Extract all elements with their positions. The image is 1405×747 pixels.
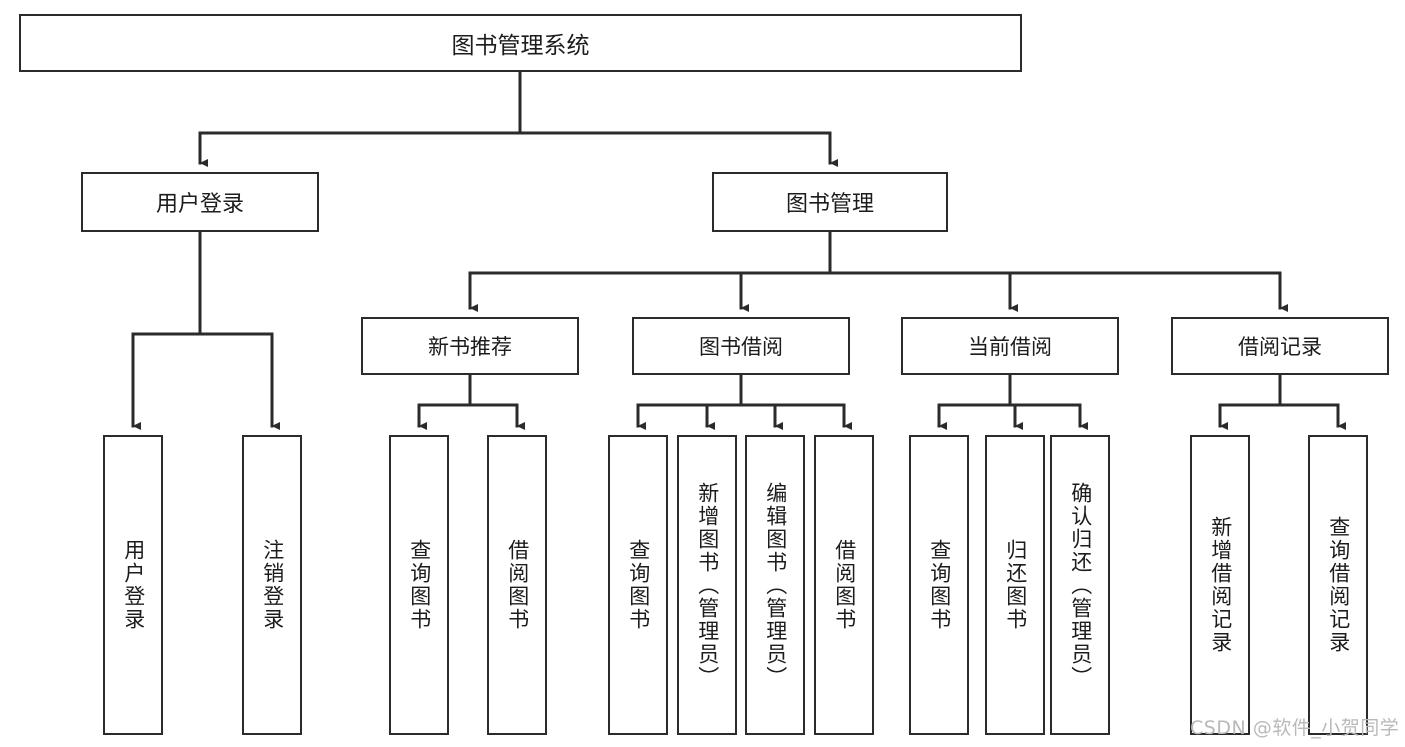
node-current-borrow[interactable]: 当前借阅 [901, 317, 1119, 375]
node-user-login[interactable]: 用户登录 [81, 172, 319, 232]
node-new-book-recommend[interactable]: 新书推荐 [361, 317, 579, 375]
node-leaf-add-book[interactable]: 新增图书（管理员） [677, 435, 737, 735]
node-leaf-query-book-2[interactable]: 查询图书 [608, 435, 668, 735]
csdn-watermark: CSDN @软件_小贺同学 [1190, 717, 1400, 739]
node-borrow-record[interactable]: 借阅记录 [1171, 317, 1389, 375]
node-leaf-user-login[interactable]: 用户登录 [103, 435, 163, 735]
node-root-system[interactable]: 图书管理系统 [19, 14, 1022, 72]
node-leaf-confirm-return[interactable]: 确认归还（管理员） [1050, 435, 1110, 735]
node-leaf-query-record[interactable]: 查询借阅记录 [1308, 435, 1368, 735]
node-leaf-add-record[interactable]: 新增借阅记录 [1190, 435, 1250, 735]
node-leaf-query-book-1[interactable]: 查询图书 [389, 435, 449, 735]
node-leaf-borrow-book-2[interactable]: 借阅图书 [814, 435, 874, 735]
node-book-borrow[interactable]: 图书借阅 [632, 317, 850, 375]
node-book-management[interactable]: 图书管理 [712, 172, 948, 232]
node-leaf-user-logout[interactable]: 注销登录 [242, 435, 302, 735]
node-leaf-query-book-3[interactable]: 查询图书 [909, 435, 969, 735]
node-leaf-edit-book[interactable]: 编辑图书（管理员） [745, 435, 805, 735]
node-leaf-return-book[interactable]: 归还图书 [985, 435, 1045, 735]
node-leaf-borrow-book-1[interactable]: 借阅图书 [487, 435, 547, 735]
